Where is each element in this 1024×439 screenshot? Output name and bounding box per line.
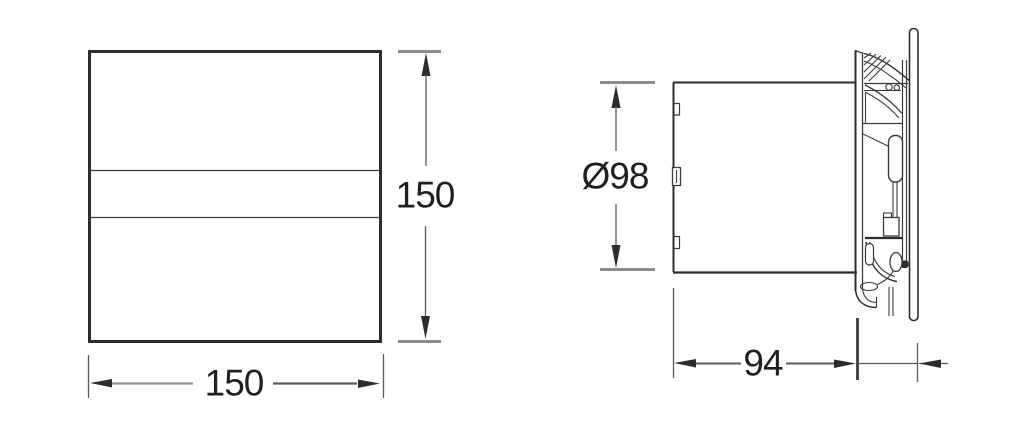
motor-block [882, 216, 900, 237]
depth-dimension [672, 288, 948, 382]
height-dimension [398, 50, 441, 343]
diameter-dim-arrow-down-icon [611, 245, 621, 268]
diameter-dim-arrow-up-icon [611, 85, 621, 108]
bowl-foot-join [877, 270, 894, 285]
mounting-plate [854, 49, 879, 309]
mounting-plate-foot-ellipse [859, 281, 879, 292]
bowl-side-capsule [864, 242, 875, 266]
fan-internals [861, 52, 910, 316]
shaft-boss [889, 251, 903, 273]
scroll-diagonal [861, 133, 890, 147]
front-view-outline [88, 50, 382, 343]
mounting-plate-cap [854, 49, 864, 55]
width-dimension-label: 150 [204, 362, 265, 404]
depth-dim-arrow-left-icon [674, 359, 696, 368]
width-dim-arrow-right-icon [358, 379, 380, 388]
height-dim-arrow-down-icon [421, 316, 430, 339]
width-dim-arrow-left-icon [90, 379, 112, 388]
motor-block-cap [882, 212, 893, 219]
chain-arrow-left-icon [919, 359, 941, 368]
motor-capsule [887, 134, 904, 183]
bell-mouth-hatching [863, 52, 891, 82]
width-dimension [87, 354, 385, 398]
duct-notch-bottom [673, 235, 681, 250]
front-view [88, 50, 382, 343]
depth-dim-arrow-right-icon [834, 359, 856, 368]
mounting-plate-foot-outer [854, 289, 877, 309]
diameter-dimension [600, 81, 655, 271]
side-view [671, 27, 919, 322]
mounting-plate-foot-inner [861, 288, 877, 304]
diameter-dimension-label: Ø98 [581, 155, 650, 197]
depth-dimension-label: 94 [743, 342, 783, 384]
front-cover-profile [908, 27, 919, 322]
duct-notch-top [673, 102, 681, 116]
inlet-ring-hole-1 [885, 83, 893, 91]
height-dim-arrow-up-icon [421, 53, 431, 76]
impeller-sweep-2 [865, 92, 900, 119]
inlet-ring-hole-2 [893, 84, 901, 91]
bell-mouth-curve-2 [863, 60, 907, 89]
height-dimension-label: 150 [395, 174, 456, 216]
impeller-sweep-1 [864, 84, 903, 114]
